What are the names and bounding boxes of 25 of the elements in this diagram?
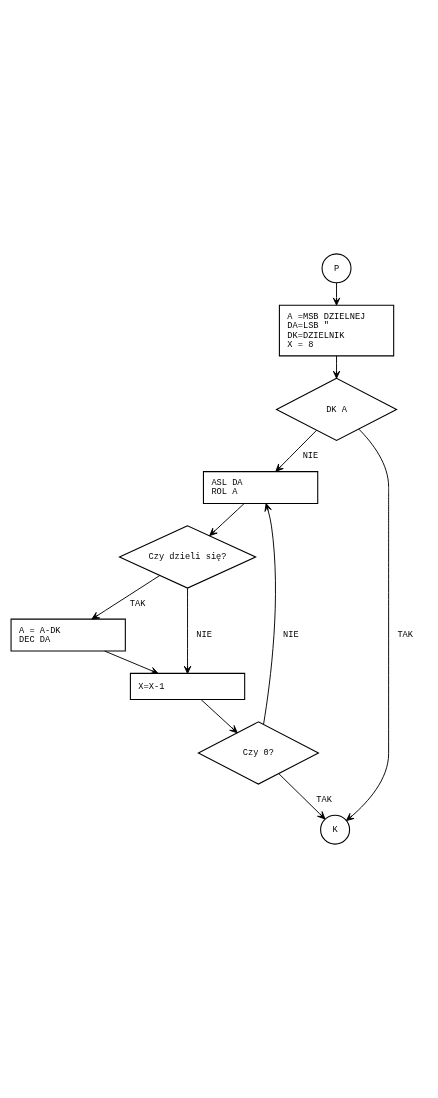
arrow <box>332 282 341 306</box>
arrow <box>278 773 326 820</box>
arrow <box>263 503 276 725</box>
node-box: ASL DA ROL A <box>202 471 319 504</box>
node-box: X=X-1 <box>129 672 246 700</box>
edge-label: TAK <box>316 794 332 805</box>
arrow <box>345 428 390 822</box>
node-diamond: Czy 0? <box>197 721 320 785</box>
arrow <box>91 575 161 620</box>
arrow <box>183 587 192 674</box>
node-diamond: DK A <box>275 377 398 442</box>
arrow <box>200 699 238 734</box>
node-box: A = A-DK DEC DA <box>10 618 126 652</box>
edge-label: TAK <box>397 630 413 641</box>
edge-label: NIE <box>196 630 212 641</box>
arrow <box>275 429 318 472</box>
edge-label: NIE <box>302 451 319 462</box>
node-circle: P <box>321 253 352 284</box>
arrow <box>104 650 159 675</box>
node-box: A =MSB DZIELNEJ DA=LSB " DK=DZIELNIK X = 8 <box>278 304 395 357</box>
edge-label: TAK <box>129 598 146 609</box>
node-circle: K <box>320 814 351 845</box>
arrow <box>209 503 245 537</box>
arrow <box>332 355 341 379</box>
edge-label: NIE <box>283 630 299 641</box>
